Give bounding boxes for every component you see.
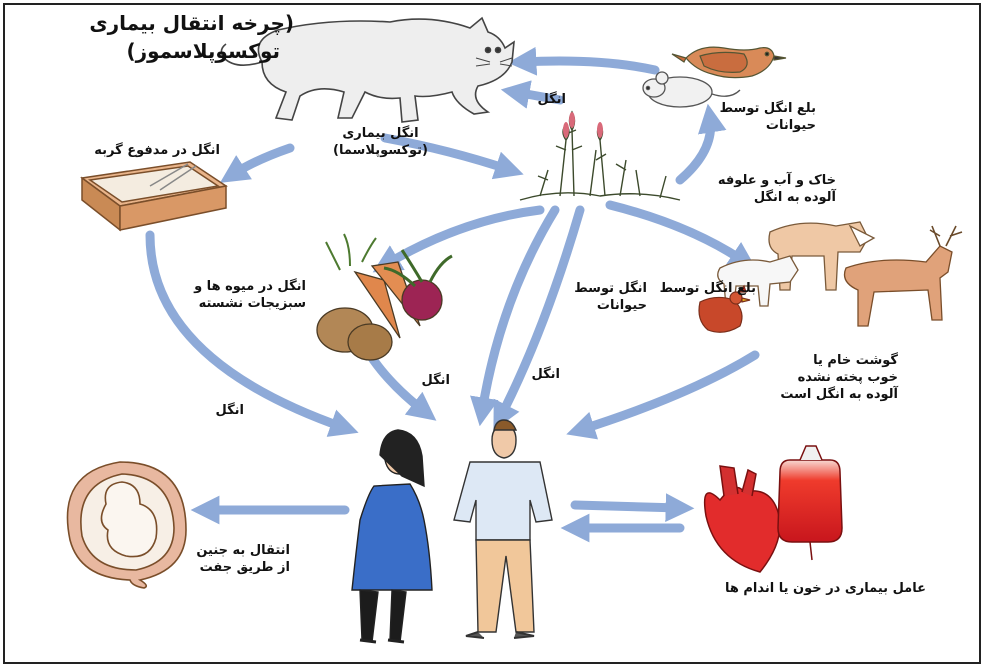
label-parasite-top: انگل — [537, 91, 566, 108]
arrow-cat-to-litter — [232, 148, 290, 175]
arrow-meat-to-people — [580, 355, 755, 430]
label-transplacental-line2: از طریق جفت — [196, 559, 290, 576]
vegetables-illustration — [317, 234, 452, 360]
label-unwashed-produce-line2: سبزیجات نشسته — [194, 295, 306, 312]
label-animal-ingestion-top-line2: حیوانات — [720, 117, 816, 134]
bird-illustration — [672, 47, 786, 77]
heart-illustration — [705, 466, 780, 572]
label-parasite-disease: انگل بیماری (توکسوپلاسما) — [333, 125, 428, 159]
diagram-title-line1: (چرخه انتقال بیماری — [89, 10, 294, 36]
label-parasite-left: انگل — [215, 402, 244, 419]
fetus-illustration — [67, 462, 186, 588]
label-parasite-center-left: انگل — [421, 372, 450, 389]
arrow-soil-to-livestock — [610, 205, 745, 262]
label-parasite-disease-line2: (توکسوپلاسما) — [333, 142, 428, 159]
label-raw-meat-line2: خوب پخته نشده — [780, 369, 898, 386]
diagram-title-line2: توکسوپلاسموز) — [126, 38, 280, 64]
label-parasite-center-right: انگل — [531, 366, 560, 383]
label-animals-ingest-middle-line2: حیوانات — [574, 297, 647, 314]
blood-bag-illustration — [778, 446, 842, 560]
label-transplacental: انتقال به جنین از طریق جفت — [196, 542, 290, 576]
label-animals-ingest-middle: انگل توسط حیوانات — [574, 280, 647, 314]
arrow-man-to-blood — [575, 505, 680, 508]
label-animal-ingestion-top: بلع انگل توسط حیوانات — [720, 100, 816, 134]
arrow-produce-to-people — [370, 355, 425, 412]
arrow-soil-to-produce — [385, 210, 540, 265]
man-illustration — [454, 420, 552, 638]
arrow-litter-to-people — [150, 235, 345, 428]
label-raw-meat: گوشت خام یا خوب پخته نشده آلوده به انگل … — [780, 352, 898, 403]
label-unwashed-produce: انگل در میوه ها و سبزیجات نشسته — [194, 278, 306, 312]
label-blood-organs: عامل بیماری در خون یا اندام ها — [725, 580, 926, 597]
label-raw-meat-line1: گوشت خام یا — [780, 352, 898, 369]
litter-box-illustration — [82, 162, 226, 230]
arrow-soil-to-animals — [680, 118, 711, 180]
label-cat-feces: انگل در مدفوع گربه — [94, 142, 220, 159]
label-soil-water-feed-line1: خاک و آب و علوفه — [718, 172, 836, 189]
pregnant-woman-illustration — [352, 430, 432, 642]
label-animals-ingest-right: بلع انگل توسط — [660, 280, 756, 297]
label-transplacental-line1: انتقال به جنین — [196, 542, 290, 559]
label-soil-water-feed: خاک و آب و علوفه آلوده به انگل — [718, 172, 836, 206]
label-raw-meat-line3: آلوده به انگل است — [780, 386, 898, 403]
label-parasite-disease-line1: انگل بیماری — [333, 125, 428, 142]
label-unwashed-produce-line1: انگل در میوه ها و — [194, 278, 306, 295]
label-animal-ingestion-top-line1: بلع انگل توسط — [720, 100, 816, 117]
label-animals-ingest-middle-line1: انگل توسط — [574, 280, 647, 297]
label-soil-water-feed-line2: آلوده به انگل — [718, 189, 836, 206]
arrow-animals-to-cat — [522, 61, 655, 70]
